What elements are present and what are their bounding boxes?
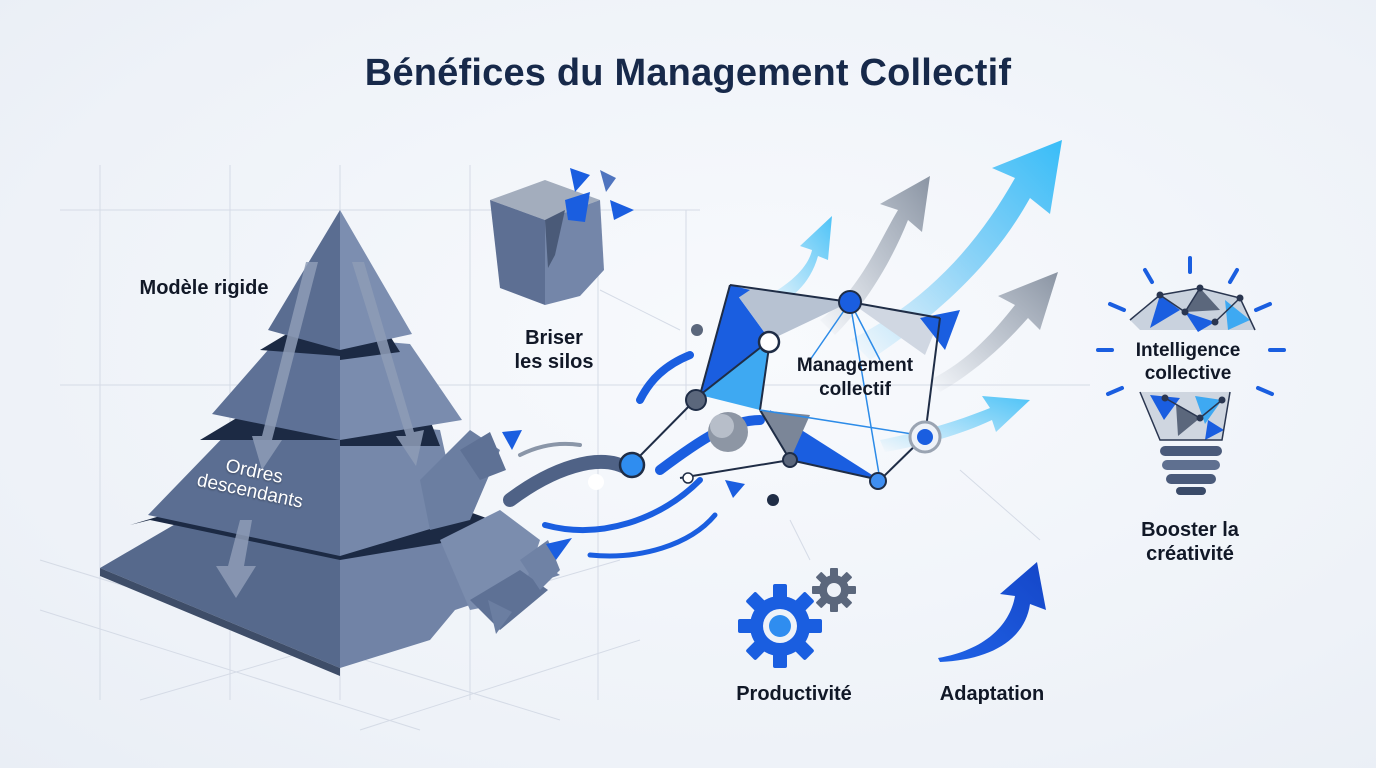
collective-management-line2: collectif	[819, 379, 891, 400]
broken-box-icon	[490, 168, 634, 305]
boost-creativity-label: Booster la créativité	[1112, 518, 1268, 566]
rigid-model-text: Modèle rigide	[139, 277, 269, 299]
break-silos-line2: les silos	[514, 351, 594, 373]
gear-icon	[738, 568, 856, 668]
collective-intelligence-line1: Intelligence	[1135, 340, 1241, 361]
pyramid-icon	[100, 210, 572, 676]
collective-management-line1: Management	[796, 355, 914, 376]
break-silos-line1: Briser	[525, 327, 583, 349]
collective-intelligence-line2: collective	[1144, 363, 1232, 384]
page-title: Bénéfices du Management Collectif	[364, 52, 1012, 94]
lightbulb-network-icon	[1096, 256, 1286, 495]
network-icon	[588, 284, 960, 506]
break-silos-label: Briser les silos	[498, 326, 610, 374]
growth-arrow-icon	[938, 562, 1046, 662]
boost-creativity-line2: créativité	[1146, 543, 1234, 565]
rigid-model-label: Modèle rigide	[118, 276, 290, 300]
collective-management-label: Management collectif	[770, 354, 940, 402]
productivity-label: Productivité	[736, 683, 852, 705]
adaptation-label: Adaptation	[939, 683, 1045, 705]
collective-intelligence-label: Intelligence collective	[1106, 339, 1270, 385]
boost-creativity-line1: Booster la	[1141, 519, 1239, 541]
